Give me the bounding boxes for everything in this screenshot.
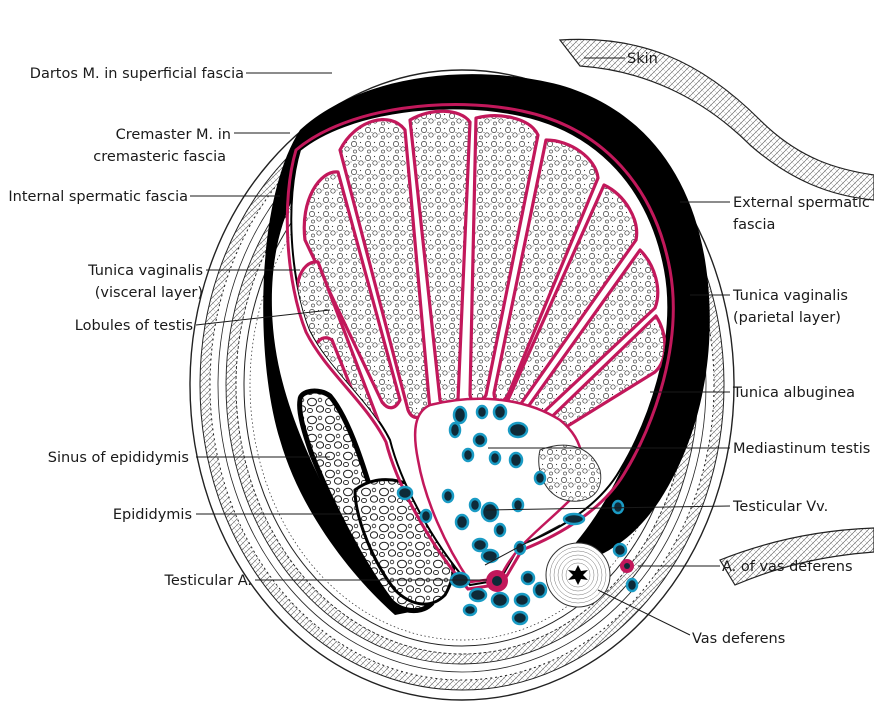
label-sinus-epididymis: Sinus of epididymis [48, 450, 189, 466]
label-vas-deferens: Vas deferens [692, 631, 785, 647]
label-mediastinum: Mediastinum testis [733, 441, 870, 457]
label-dartos: Dartos M. in superficial fascia [30, 66, 244, 82]
vas-deferens [546, 543, 610, 607]
label-cremaster-line1: Cremaster M. in [116, 127, 231, 143]
label-tv-visceral-line2: (visceral layer) [95, 285, 203, 301]
label-tv-visceral-line1: Tunica vaginalis [87, 263, 203, 279]
label-internal-spermatic: Internal spermatic fascia [8, 189, 188, 205]
label-lobules: Lobules of testis [75, 318, 193, 334]
label-testicular-a: Testicular A. [163, 573, 252, 589]
label-tv-parietal-line2: (parietal layer) [733, 310, 841, 326]
testicular-artery [486, 570, 508, 592]
label-external-spermatic-line1: External spermatic [733, 195, 870, 211]
artery-of-vas-deferens [620, 559, 634, 573]
label-tunica-albuginea: Tunica albuginea [732, 385, 855, 401]
label-a-vas-deferens: A. of vas deferens [722, 559, 853, 575]
label-tv-parietal-line1: Tunica vaginalis [732, 288, 848, 304]
label-testicular-vv: Testicular Vv. [732, 499, 828, 515]
label-cremaster-line2: cremasteric fascia [93, 149, 226, 165]
label-epididymis: Epididymis [113, 507, 192, 523]
label-external-spermatic-line2: fascia [733, 217, 775, 233]
label-skin: Skin [627, 51, 658, 67]
